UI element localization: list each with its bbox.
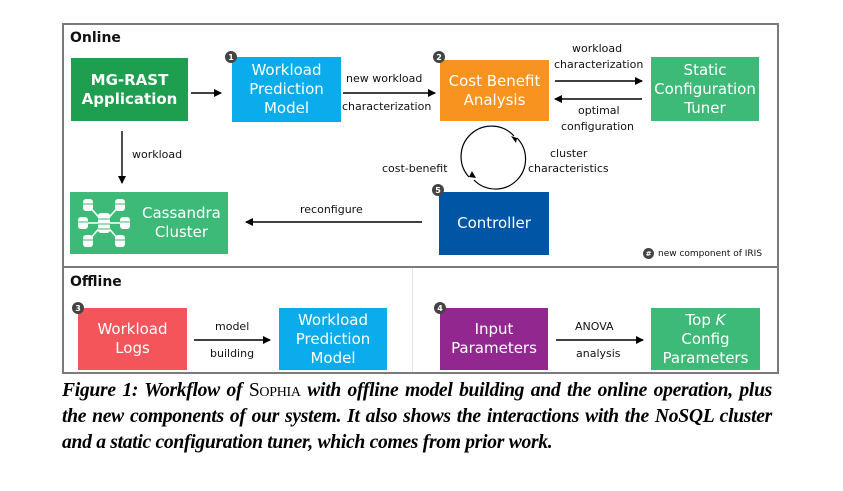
top-k-line: Top K [686, 311, 726, 330]
legend-badge-icon: # [643, 248, 654, 259]
cycle-arrow-left [460, 125, 515, 178]
edge-label-configuration: configuration [561, 120, 634, 133]
top-k-prefix: Top [685, 310, 716, 329]
input-parameters-label: Input Parameters [451, 320, 537, 357]
edge-label-analysis: analysis [576, 347, 621, 360]
workload-prediction-model-label: Workload Prediction Model [249, 61, 324, 117]
static-configuration-tuner-label: Static Configuration Tuner [654, 60, 756, 117]
input-parameters-box: Input Parameters [440, 308, 548, 370]
controller-label: Controller [457, 214, 531, 232]
edge-label-cluster: cluster [550, 147, 588, 160]
workload-prediction-model-box: Workload Prediction Model [232, 57, 341, 122]
component-badge-3: 3 [72, 302, 84, 314]
legend-text: new component of IRIS [658, 248, 763, 259]
cycle-arrow-right [473, 137, 527, 190]
top-k-config-parameters-label: Config Parameters [662, 329, 749, 367]
caption-prefix: Figure 1: Workflow of [62, 380, 249, 401]
workload-logs-label: Workload Logs [97, 320, 168, 357]
cassandra-cluster-box: Cassandra Cluster [70, 192, 228, 254]
edge-label-cost-benefit: cost-benefit [382, 162, 448, 175]
edge-label-characteristics: characteristics [528, 162, 609, 175]
edge-label-building: building [210, 347, 255, 360]
workload-logs-box: Workload Logs [78, 308, 187, 370]
edge-label-workload-down: workload [132, 148, 183, 161]
mgrast-application-label: MG-RAST Application [81, 70, 178, 108]
database-cluster-icon [78, 199, 130, 247]
caption-body: with offline model building and the onli… [62, 380, 772, 453]
cycle-arrowhead-right [511, 136, 517, 143]
edge-label-characterization: characterization [342, 100, 432, 113]
figure-caption: Figure 1: Workflow of Sophia with offlin… [62, 378, 772, 456]
offline-section-title: Offline [70, 274, 122, 290]
edge-label-new-workload: new workload [346, 72, 423, 85]
online-section-title: Online [70, 30, 121, 46]
edge-label-anova: ANOVA [575, 320, 614, 333]
offline-workload-prediction-model-box: Workload Prediction Model [279, 308, 387, 370]
edge-label-characterization-top: characterization [554, 58, 644, 71]
legend: # new component of IRIS [643, 248, 762, 259]
cost-benefit-analysis-box: Cost Benefit Analysis [440, 60, 549, 121]
mgrast-application-box: MG-RAST Application [71, 58, 188, 121]
top-k-variable: K [715, 310, 726, 329]
offline-workload-prediction-model-label: Workload Prediction Model [295, 310, 371, 367]
cost-benefit-analysis-label: Cost Benefit Analysis [448, 71, 541, 109]
static-configuration-tuner-box: Static Configuration Tuner [651, 57, 759, 121]
edge-label-workload-top: workload [572, 42, 623, 55]
edge-label-model: model [215, 320, 250, 333]
edge-label-optimal: optimal [578, 104, 620, 117]
cassandra-cluster-label: Cassandra Cluster [142, 204, 221, 241]
caption-system-name: Sophia [248, 380, 301, 401]
component-badge-5: 5 [432, 184, 444, 196]
cycle-arrowhead-left [469, 171, 476, 178]
component-badge-4: 4 [434, 302, 446, 314]
offline-divider [412, 268, 413, 372]
controller-box: Controller [439, 192, 549, 255]
component-badge-2: 2 [433, 51, 445, 63]
top-k-config-parameters-box: Top K Config Parameters [651, 308, 760, 370]
component-badge-1: 1 [225, 51, 237, 63]
edge-label-reconfigure: reconfigure [300, 203, 363, 216]
